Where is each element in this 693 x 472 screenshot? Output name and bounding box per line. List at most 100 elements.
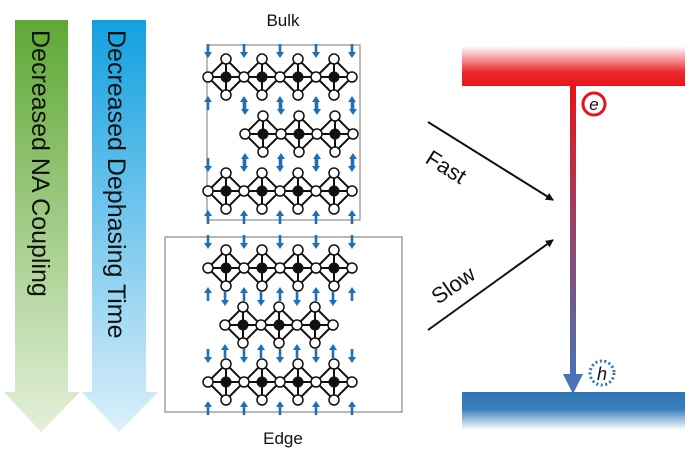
halide-atom bbox=[292, 280, 304, 292]
spin-up-arrow bbox=[312, 287, 320, 301]
electron-marker: e bbox=[581, 91, 607, 117]
halide-atom bbox=[292, 53, 304, 65]
spin-down-arrow bbox=[312, 235, 320, 249]
halide-atom bbox=[346, 71, 358, 83]
spin-down-arrow bbox=[204, 44, 212, 58]
spin-up-arrow bbox=[257, 344, 265, 358]
halide-atom bbox=[256, 394, 268, 406]
spin-down-arrow bbox=[204, 235, 212, 249]
halide-atom bbox=[274, 71, 286, 83]
halide-atom bbox=[239, 128, 251, 140]
halide-atom bbox=[256, 244, 268, 256]
metal-atom bbox=[256, 262, 268, 274]
halide-atom bbox=[220, 89, 232, 101]
metal-atom bbox=[328, 376, 340, 388]
halide-atom bbox=[220, 167, 232, 179]
valence-band bbox=[462, 392, 685, 430]
halide-atom bbox=[346, 262, 358, 274]
spin-down-arrow bbox=[276, 349, 284, 363]
halide-atom bbox=[292, 358, 304, 370]
recombination-line bbox=[570, 86, 576, 376]
slow-arrow bbox=[427, 239, 554, 331]
halide-atom bbox=[202, 71, 214, 83]
spin-up-arrow bbox=[204, 401, 212, 415]
halide-atom bbox=[238, 185, 250, 197]
halide-atom bbox=[256, 358, 268, 370]
spin-up-arrow bbox=[276, 210, 284, 224]
metal-atom bbox=[220, 376, 232, 388]
halide-atom bbox=[292, 203, 304, 215]
halide-atom bbox=[293, 146, 305, 158]
halide-atom bbox=[256, 167, 268, 179]
halide-atom bbox=[237, 337, 249, 349]
edge-label: Edge bbox=[263, 429, 303, 448]
spin-down-arrow bbox=[277, 101, 285, 115]
edge-cell-box bbox=[164, 236, 403, 413]
spin-down-arrow bbox=[240, 349, 248, 363]
halide-atom bbox=[310, 376, 322, 388]
metal-atom bbox=[328, 262, 340, 274]
lattice-structure bbox=[202, 44, 359, 415]
metal-atom bbox=[292, 376, 304, 388]
metal-atom bbox=[329, 128, 341, 140]
halide-atom bbox=[202, 185, 214, 197]
metal-atom bbox=[220, 262, 232, 274]
halide-atom bbox=[273, 337, 285, 349]
spin-down-arrow bbox=[348, 349, 356, 363]
metal-atom bbox=[292, 71, 304, 83]
halide-atom bbox=[310, 262, 322, 274]
halide-atom bbox=[256, 53, 268, 65]
halide-atom bbox=[309, 301, 321, 313]
halide-atom bbox=[220, 280, 232, 292]
halide-atom bbox=[346, 185, 358, 197]
spin-down-arrow bbox=[204, 158, 212, 172]
spin-down-arrow bbox=[257, 292, 265, 306]
halide-atom bbox=[329, 146, 341, 158]
spin-up-arrow bbox=[276, 401, 284, 415]
hole-marker: h bbox=[588, 359, 616, 387]
halide-atom bbox=[238, 262, 250, 274]
halide-atom bbox=[220, 244, 232, 256]
halide-atom bbox=[257, 110, 269, 122]
metal-atom bbox=[293, 128, 305, 140]
halide-atom bbox=[292, 244, 304, 256]
spin-up-arrow bbox=[312, 210, 320, 224]
halide-atom bbox=[309, 337, 321, 349]
halide-atom bbox=[256, 203, 268, 215]
spin-down-arrow bbox=[276, 158, 284, 172]
spin-up-arrow bbox=[348, 210, 356, 224]
spin-up-arrow bbox=[240, 287, 248, 301]
spin-down-arrow bbox=[348, 158, 356, 172]
halide-atom bbox=[328, 280, 340, 292]
spin-down-arrow bbox=[276, 44, 284, 58]
spin-down-arrow bbox=[312, 349, 320, 363]
halide-atom bbox=[220, 203, 232, 215]
halide-atom bbox=[347, 128, 359, 140]
metal-atom bbox=[309, 319, 321, 331]
dephasing-time-arrow: Decreased Dephasing Time bbox=[82, 20, 158, 432]
halide-atom bbox=[202, 376, 214, 388]
halide-atom bbox=[220, 358, 232, 370]
spin-down-arrow bbox=[240, 235, 248, 249]
metal-atom bbox=[256, 71, 268, 83]
na-coupling-label: Decreased NA Coupling bbox=[26, 30, 54, 297]
spin-down-arrow bbox=[312, 44, 320, 58]
metal-atom bbox=[256, 185, 268, 197]
halide-atom bbox=[293, 110, 305, 122]
metal-atom bbox=[292, 185, 304, 197]
halide-atom bbox=[328, 53, 340, 65]
spin-up-arrow bbox=[240, 401, 248, 415]
spin-up-arrow bbox=[221, 344, 229, 358]
halide-atom bbox=[219, 319, 231, 331]
halide-atom bbox=[328, 89, 340, 101]
spin-up-arrow bbox=[240, 210, 248, 224]
halide-atom bbox=[274, 262, 286, 274]
spin-down-arrow bbox=[312, 158, 320, 172]
spin-down-arrow bbox=[204, 349, 212, 363]
spin-up-arrow bbox=[329, 344, 337, 358]
spin-down-arrow bbox=[313, 101, 321, 115]
spin-up-arrow bbox=[204, 210, 212, 224]
halide-atom bbox=[256, 89, 268, 101]
spin-down-arrow bbox=[240, 158, 248, 172]
metal-atom bbox=[257, 128, 269, 140]
